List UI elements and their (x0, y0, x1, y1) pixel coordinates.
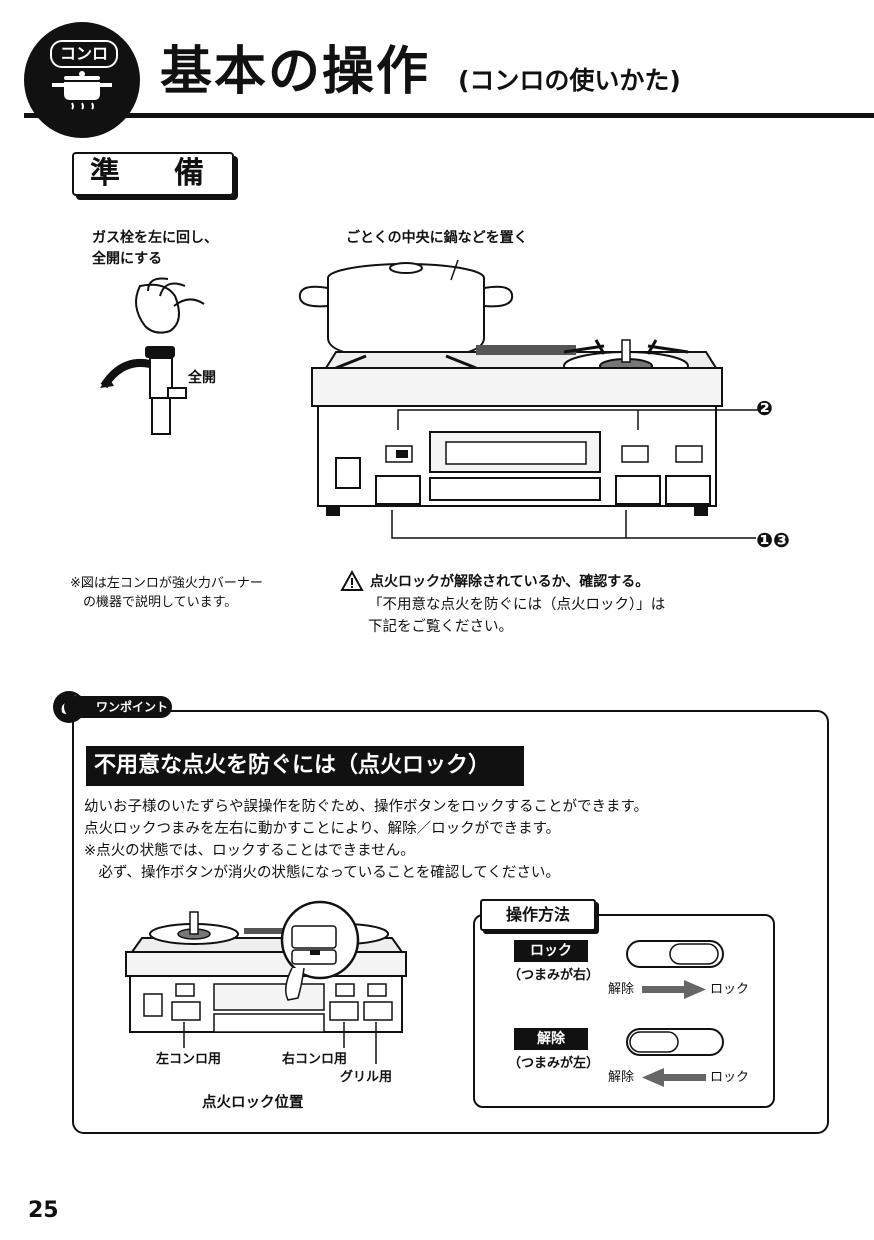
knob-left-icon (626, 1028, 724, 1056)
release-text-1: 解除 (608, 982, 635, 997)
page-number: 25 (28, 1198, 59, 1223)
lock-position-caption: 点火ロック位置 (202, 1095, 304, 1111)
arrow-left-icon (642, 1068, 706, 1087)
unlock-state-label: 解除 (514, 1028, 588, 1050)
paragraph-1: 幼いお子様のいたずらや誤操作を防ぐため、操作ボタンをロックすることができます。 (84, 799, 649, 815)
pot-note: ごとくの中央に鍋などを置く (346, 230, 528, 246)
left-stove-label: 左コンロ用 (156, 1052, 222, 1067)
one-point-box (72, 710, 829, 1134)
one-point-badge (64, 696, 172, 718)
one-point-title: 不用意な点火を防ぐには（点火ロック） (86, 746, 524, 786)
prep-label: 準 備 (72, 152, 234, 196)
method-title: 操作方法 (480, 899, 596, 931)
gas-valve-note: ガス栓を左に回し、 全開にする (92, 230, 218, 267)
full-open-label: 全開 (188, 370, 216, 386)
right-stove-label: 右コンロ用 (282, 1052, 348, 1067)
paragraph-2: 点火ロックつまみを左右に動かすことにより、解除／ロックができます。 (84, 821, 561, 837)
lock-state-label: ロック (514, 940, 588, 962)
page-title: 基本の操作 (160, 42, 431, 102)
arrow-right-icon (642, 980, 706, 999)
page-subtitle: (コンロの使いかた) (458, 66, 681, 95)
unlock-state-sub: （つまみが左） (508, 1056, 600, 1071)
callout-2: ❷ (756, 396, 773, 420)
paragraph-3: ※点火の状態では、ロックすることはできません。 (84, 843, 415, 859)
release-text-2: 解除 (608, 1070, 635, 1085)
warning-icon (340, 569, 364, 591)
header-rule (24, 113, 874, 118)
warning-body: 「不用意な点火を防ぐには（点火ロック）」は 下記をご覧ください。 (368, 597, 666, 635)
stove-illustration (298, 259, 758, 539)
lock-text-2: ロック (710, 1070, 750, 1085)
lock-position-illustration (125, 900, 407, 1064)
figure-note: ※図は左コンロが強火力バーナー の機器で説明しています。 (70, 576, 263, 610)
paragraph-4: 必ず、操作ボタンが消火の状態になっていることを確認してください。 (84, 865, 560, 881)
method-box (473, 914, 775, 1108)
callout-1-3: ❶❸ (756, 528, 790, 552)
category-tag: コンロ (50, 40, 118, 68)
lock-text-1: ロック (710, 982, 750, 997)
knob-right-icon (626, 940, 724, 968)
gas-valve-illustration (100, 277, 205, 435)
warning-title: 点火ロックが解除されているか、確認する。 (370, 574, 650, 590)
pot-icon (52, 71, 112, 110)
grill-label: グリル用 (340, 1070, 393, 1085)
lock-state-sub: （つまみが右） (508, 968, 600, 983)
one-point-badge-text: ワンポイント (96, 700, 169, 714)
